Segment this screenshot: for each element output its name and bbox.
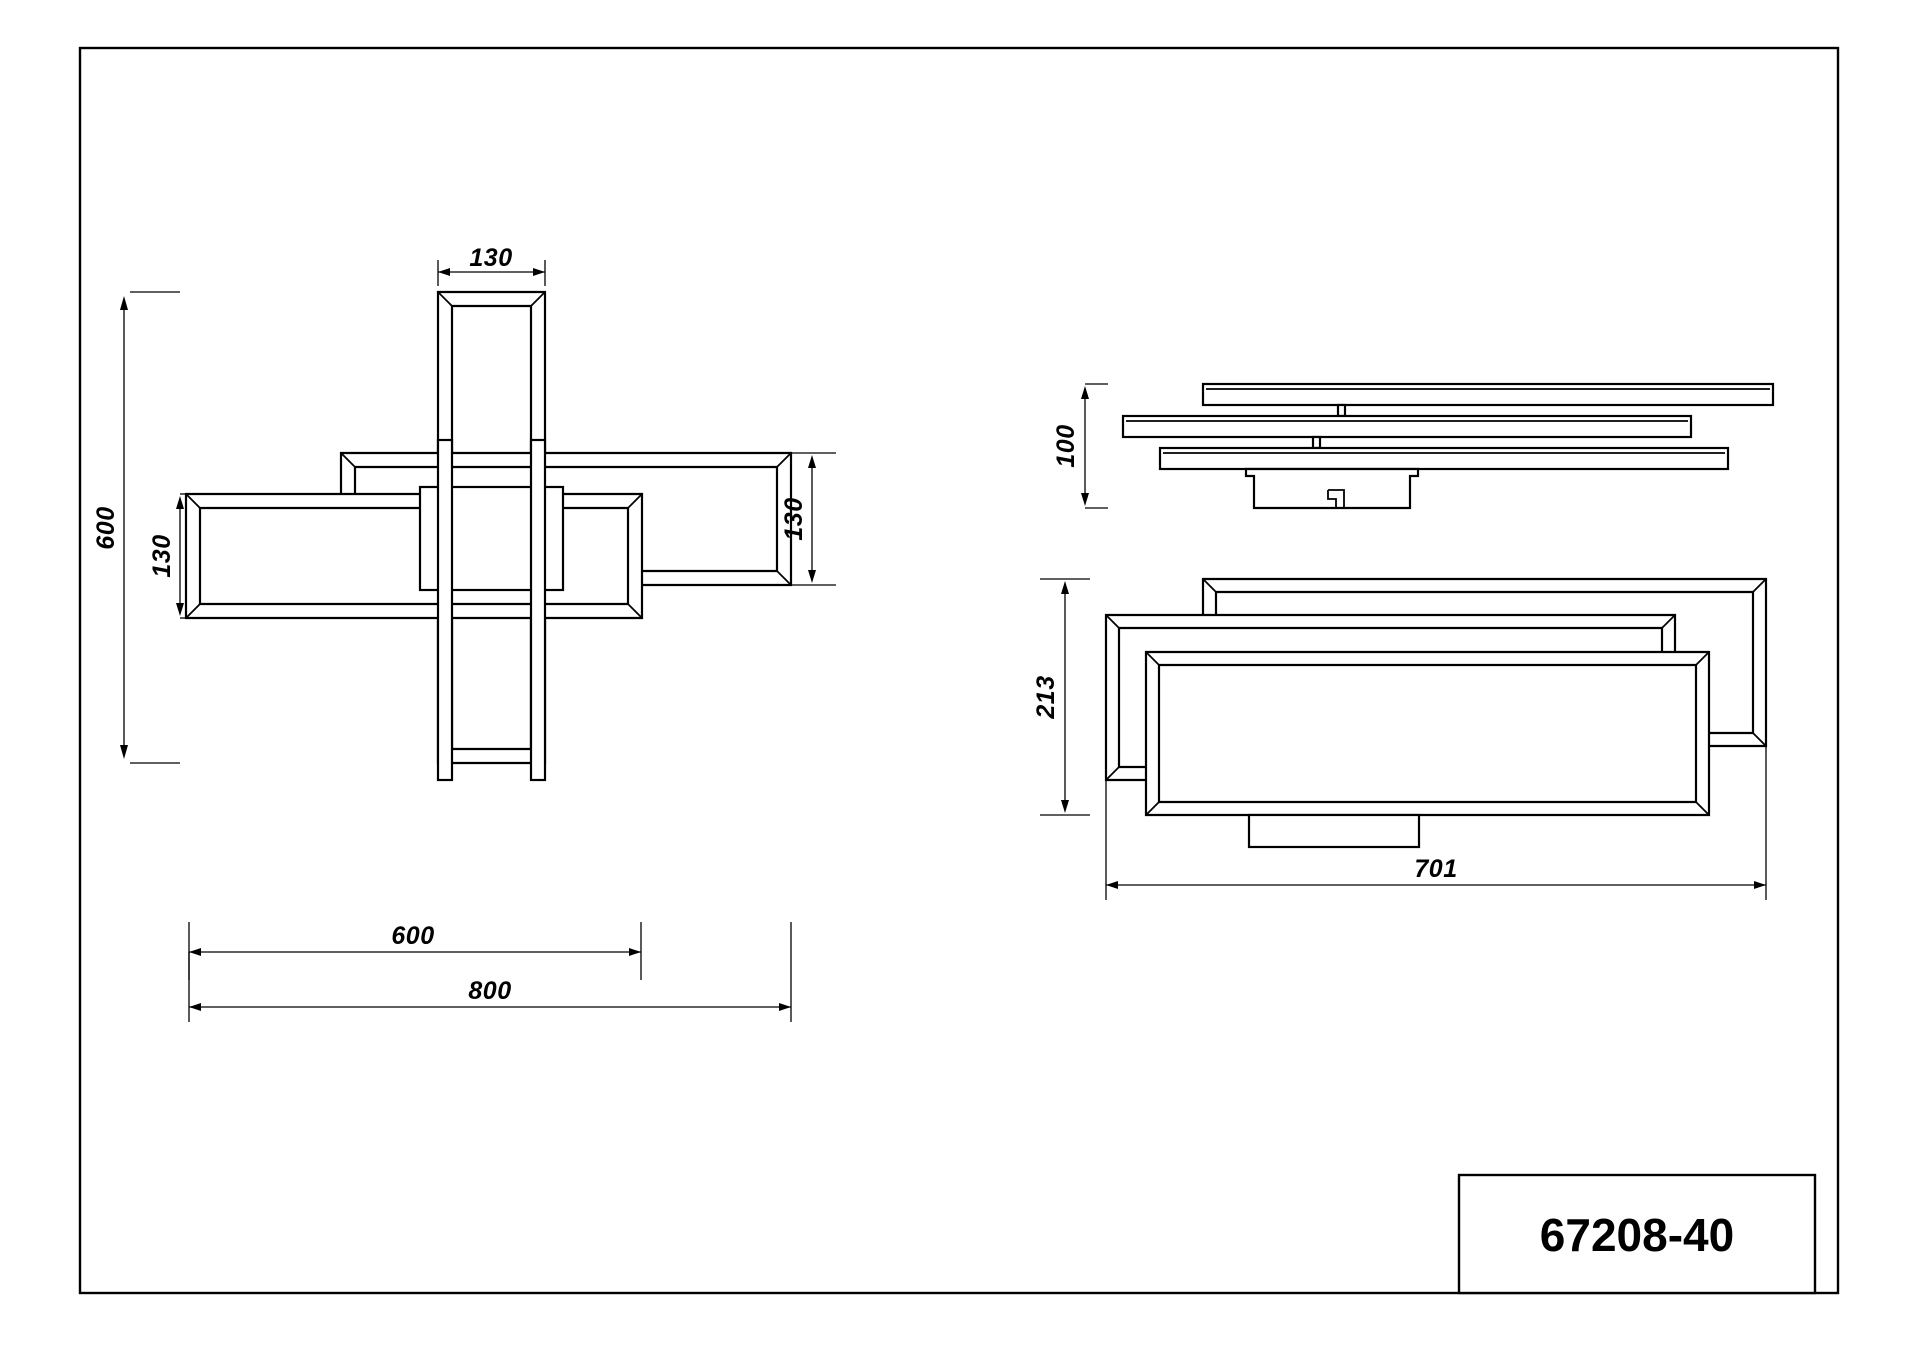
- title-block: 67208-40: [1457, 1173, 1817, 1295]
- dim-plan-span-800: 800: [188, 922, 792, 1022]
- dim-front-width-701: 701: [1105, 746, 1767, 900]
- side-bar-bottom: [1158, 446, 1730, 471]
- sheet-border: [78, 46, 1840, 1295]
- side-canopy-box: [1244, 467, 1420, 510]
- dim-label-600-bottom: 600: [391, 922, 434, 950]
- dim-front-height-213: 213: [1032, 578, 1090, 816]
- plan-vertical-bar-overlay: [436, 438, 547, 782]
- dim-plan-width-130: 130: [437, 244, 546, 286]
- front-canopy-box: [1247, 813, 1421, 849]
- dim-side-height-100: 100: [1052, 383, 1108, 509]
- side-elevation-view: 100: [1052, 382, 1775, 510]
- side-connector-upper: [1336, 403, 1347, 418]
- dim-label-213-front: 213: [1032, 675, 1060, 719]
- dim-label-100-side: 100: [1052, 424, 1080, 467]
- side-connector-lower: [1311, 435, 1322, 450]
- side-bar-middle: [1121, 414, 1693, 439]
- dim-plan-bar-height-130-left: 130: [148, 493, 186, 619]
- side-bar-top: [1201, 382, 1775, 407]
- dim-label-130-left: 130: [148, 534, 176, 577]
- plan-lower-horizontal-bar: [184, 492, 644, 620]
- top-plan-view: 130 600 130: [92, 244, 836, 1022]
- dim-plan-height-600: 600: [92, 291, 180, 764]
- dim-label-600-left: 600: [92, 506, 120, 549]
- dim-plan-span-600: 600: [188, 922, 642, 980]
- dim-label-701-front: 701: [1414, 855, 1457, 883]
- dim-label-130-top: 130: [469, 244, 512, 272]
- dim-label-130-right: 130: [780, 497, 808, 540]
- dim-label-800-bottom: 800: [468, 977, 511, 1005]
- front-elevation-view: 213 701: [1032, 577, 1768, 900]
- part-number-text: 67208-40: [1540, 1209, 1734, 1261]
- dim-plan-bar-height-130-right: 130: [780, 452, 836, 586]
- front-frame-lower: [1144, 650, 1711, 817]
